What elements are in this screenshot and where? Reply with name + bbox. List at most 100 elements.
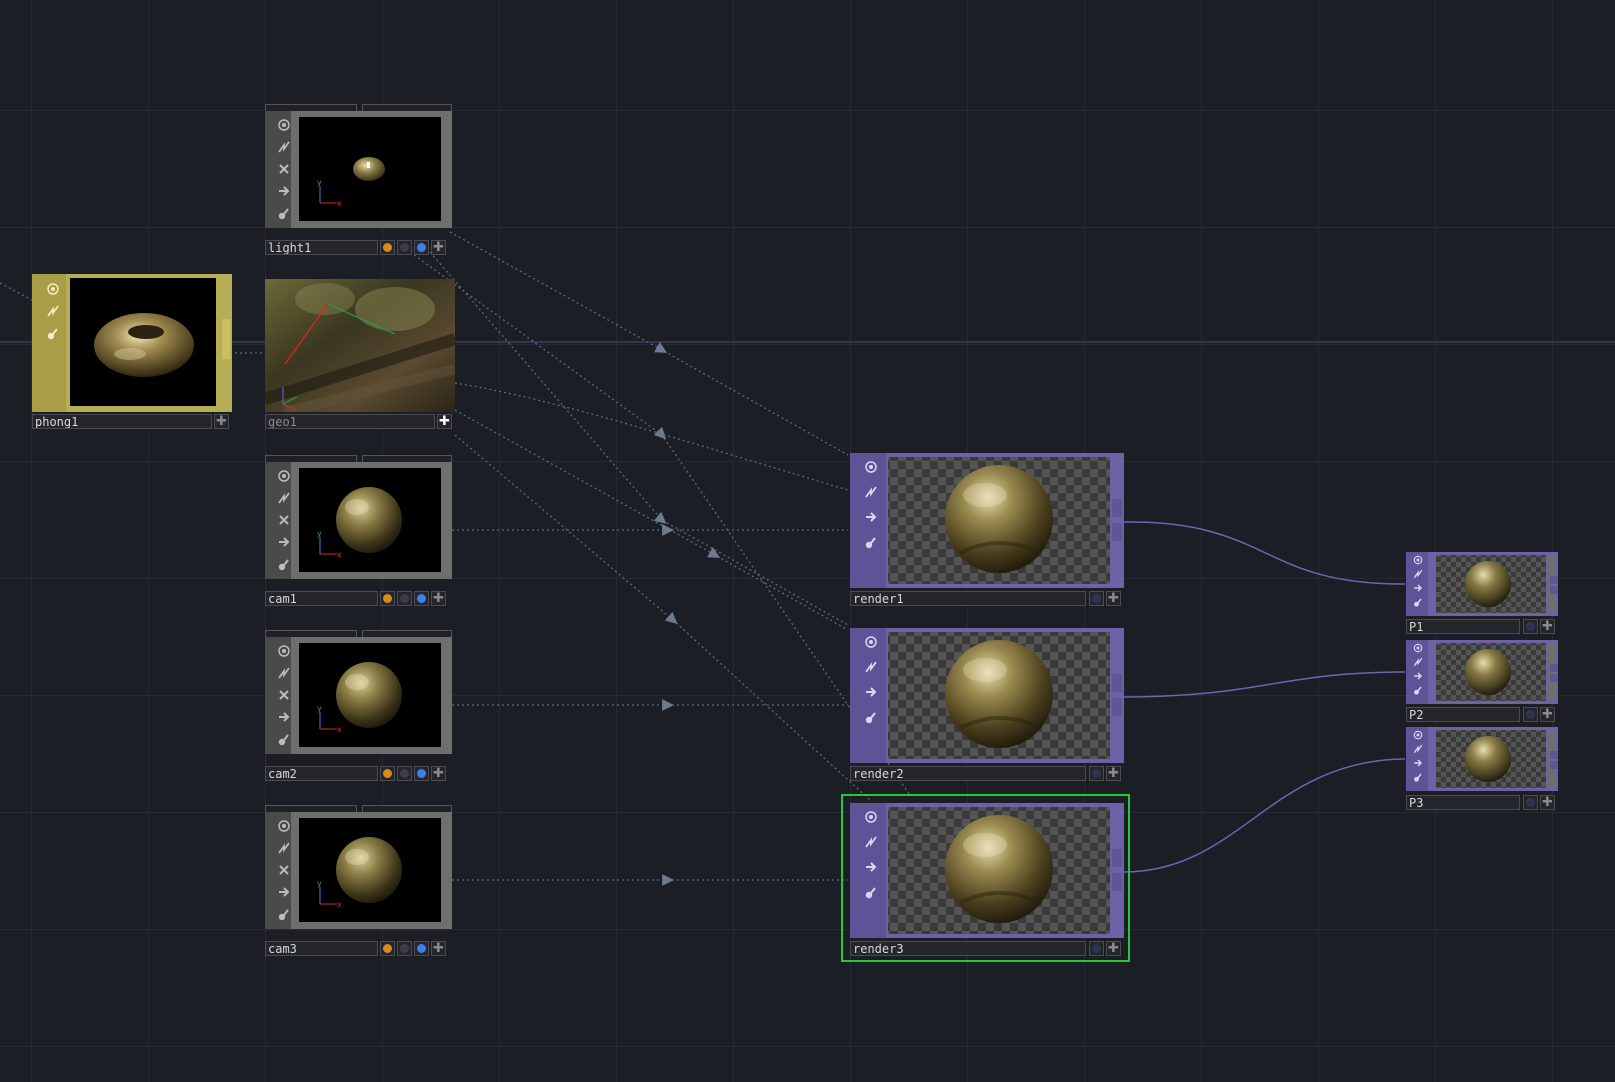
bypass-icon[interactable] [863,484,879,500]
render1-add[interactable]: ✚ [1106,591,1121,606]
render2-label[interactable]: render2 [850,766,1086,781]
render2-flag-display[interactable] [1089,766,1104,781]
cam1-flag-pick[interactable] [414,591,429,606]
render1-preview[interactable] [850,453,1124,588]
delete-icon[interactable] [276,862,292,878]
wire-render1-P1[interactable] [1122,521,1406,585]
lock-icon[interactable] [276,205,292,221]
viewer-icon[interactable] [276,643,292,659]
lock-icon[interactable] [863,534,879,550]
bypass-icon[interactable] [276,139,292,155]
cam3-preview[interactable]: y x [265,812,452,929]
lock-icon[interactable] [1412,684,1424,696]
render3-label[interactable]: render3 [850,941,1086,956]
light1-add[interactable]: ✚ [431,240,446,255]
viewer-icon[interactable] [1412,554,1424,566]
bypass-icon[interactable] [863,659,879,675]
P2-flag-display[interactable] [1523,707,1538,722]
light1-flag-render[interactable] [380,240,395,255]
viewer-icon[interactable] [863,634,879,650]
cam2-preview[interactable]: y x [265,637,452,754]
cam2-flag-display[interactable] [397,766,412,781]
light1-flag-pick[interactable] [414,240,429,255]
wire-offscreen-to-phong1[interactable] [0,282,33,301]
clone-icon[interactable] [276,884,292,900]
phong1-add[interactable]: ✚ [214,414,229,429]
bypass-icon[interactable] [863,834,879,850]
cam1-label[interactable]: cam1 [265,591,378,606]
wire-light1-render2[interactable] [429,251,849,626]
render3-preview[interactable] [850,803,1124,938]
clone-icon[interactable] [1412,757,1424,769]
clone-icon[interactable] [276,709,292,725]
delete-icon[interactable] [276,161,292,177]
phong1-preview[interactable] [32,274,232,412]
wire-geo1-render1[interactable] [454,382,849,491]
bypass-icon[interactable] [276,490,292,506]
cam2-label[interactable]: cam2 [265,766,378,781]
P2-label[interactable]: P2 [1406,707,1520,722]
P2-add[interactable]: ✚ [1540,707,1555,722]
lock-icon[interactable] [1412,596,1424,608]
viewer-icon[interactable] [276,117,292,133]
P1-preview[interactable] [1406,552,1558,616]
viewer-icon[interactable] [863,809,879,825]
wire-light1-render3[interactable] [409,251,911,796]
viewer-icon[interactable] [863,459,879,475]
phong1-label[interactable]: phong1 [32,414,212,429]
cam1-add[interactable]: ✚ [431,591,446,606]
P3-label[interactable]: P3 [1406,795,1520,810]
lock-icon[interactable] [863,709,879,725]
P3-preview[interactable] [1406,727,1558,791]
light1-flag-display[interactable] [397,240,412,255]
wire-geo1-render2[interactable] [454,409,849,631]
wire-light1-render1[interactable] [449,231,849,456]
cam3-flag-pick[interactable] [414,941,429,956]
cam3-flag-render[interactable] [380,941,395,956]
bypass-icon[interactable] [1412,743,1424,755]
viewer-icon[interactable] [276,468,292,484]
clone-icon[interactable] [276,534,292,550]
cam3-flag-display[interactable] [397,941,412,956]
P1-flag-display[interactable] [1523,619,1538,634]
viewer-icon[interactable] [1412,729,1424,741]
bypass-icon[interactable] [1412,656,1424,668]
cam3-label[interactable]: cam3 [265,941,378,956]
clone-icon[interactable] [1412,582,1424,594]
bypass-icon[interactable] [45,303,61,319]
bypass-icon[interactable] [1412,568,1424,580]
light1-label[interactable]: light1 [265,240,378,255]
P2-preview[interactable] [1406,640,1558,704]
render1-flag-display[interactable] [1089,591,1104,606]
render2-preview[interactable] [850,628,1124,763]
geo1-preview[interactable] [265,279,455,412]
bypass-icon[interactable] [276,840,292,856]
lock-icon[interactable] [863,884,879,900]
render2-add[interactable]: ✚ [1106,766,1121,781]
cam2-flag-render[interactable] [380,766,395,781]
geo1-label[interactable]: geo1 [265,414,435,429]
viewer-icon[interactable] [45,281,61,297]
lock-icon[interactable] [276,731,292,747]
cam2-add[interactable]: ✚ [431,766,446,781]
clone-icon[interactable] [863,509,879,525]
clone-icon[interactable] [863,859,879,875]
bypass-icon[interactable] [276,665,292,681]
wire-render2-P2[interactable] [1122,671,1406,698]
clone-icon[interactable] [1412,670,1424,682]
cam3-add[interactable]: ✚ [431,941,446,956]
clone-icon[interactable] [863,684,879,700]
cam1-flag-display[interactable] [397,591,412,606]
clone-icon[interactable] [276,183,292,199]
cam1-preview[interactable]: y x [265,462,452,579]
render1-label[interactable]: render1 [850,591,1086,606]
P1-add[interactable]: ✚ [1540,619,1555,634]
wire-geo1-render3[interactable] [454,434,871,801]
light1-preview[interactable]: y x [265,111,452,228]
render3-flag-display[interactable] [1089,941,1104,956]
lock-icon[interactable] [276,906,292,922]
cam2-flag-pick[interactable] [414,766,429,781]
wire-render3-P3[interactable] [1122,758,1406,873]
render3-add[interactable]: ✚ [1106,941,1121,956]
delete-icon[interactable] [276,512,292,528]
